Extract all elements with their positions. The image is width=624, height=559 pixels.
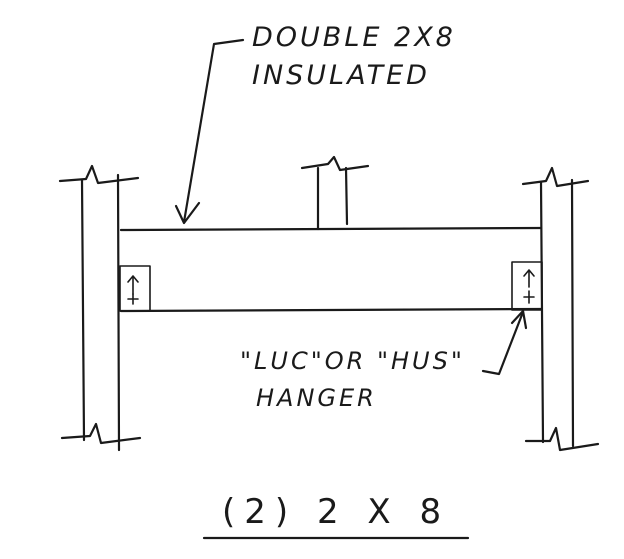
top-note-line1: DOUBLE 2X8 — [252, 22, 456, 53]
left-post — [58, 164, 142, 452]
middle-post — [300, 155, 370, 231]
right-hanger — [511, 261, 543, 311]
top-leader-line — [182, 38, 245, 224]
double-2x8-beam — [119, 226, 543, 313]
hanger-note-line1: "LUC"OR "HUS" — [240, 347, 465, 375]
hanger-leader-line — [481, 310, 525, 376]
hanger-note-line2: HANGER — [256, 384, 377, 412]
right-post — [521, 166, 600, 452]
top-note-line2: INSULATED — [252, 60, 430, 91]
top-leader-arrowhead — [174, 201, 201, 225]
caption-title: (2) 2 X 8 — [222, 492, 450, 532]
hanger-leader-arrowhead — [510, 309, 528, 330]
left-hanger — [119, 265, 151, 312]
